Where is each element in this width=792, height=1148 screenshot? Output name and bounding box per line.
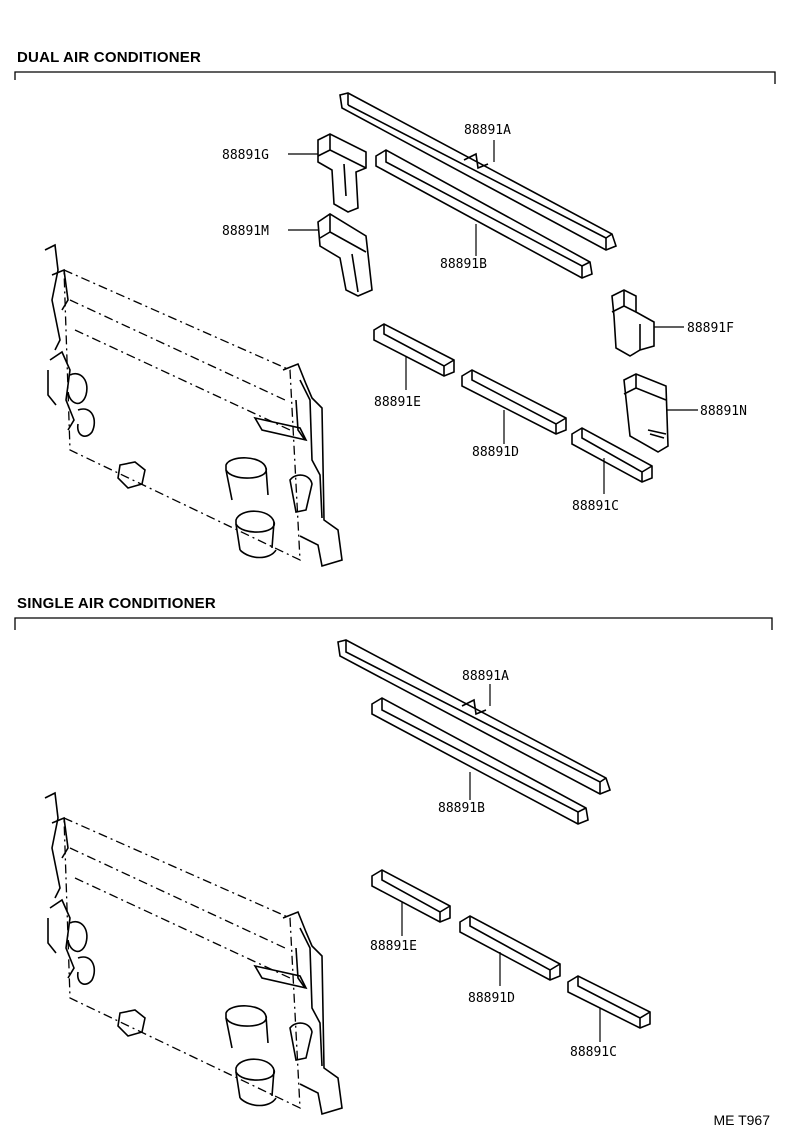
dual-bracket xyxy=(14,71,776,84)
section-title-dual: DUAL AIR CONDITIONER xyxy=(17,49,201,66)
part-88891B-dual xyxy=(375,149,593,279)
label-88891C-single: 88891C xyxy=(570,1045,617,1060)
label-88891N: 88891N xyxy=(700,404,747,419)
part-88891D-single xyxy=(459,915,561,981)
part-88891E-single xyxy=(371,869,451,923)
label-88891D-single: 88891D xyxy=(468,991,515,1006)
label-88891D-dual: 88891D xyxy=(472,445,519,460)
label-88891E-single: 88891E xyxy=(370,939,417,954)
label-88891M: 88891M xyxy=(222,224,269,239)
label-88891B-single: 88891B xyxy=(438,801,485,816)
part-88891F xyxy=(611,289,655,357)
part-88891A-dual xyxy=(339,92,617,251)
label-88891F: 88891F xyxy=(687,321,734,336)
leader-lines-dual xyxy=(288,140,698,494)
part-labels-dual: 88891A 88891G 88891M 88891B 88891F 88891… xyxy=(222,123,747,514)
label-88891E-dual: 88891E xyxy=(374,395,421,410)
part-88891D-dual xyxy=(461,369,567,435)
leader-lines-single xyxy=(401,684,601,1042)
single-bracket xyxy=(14,617,773,630)
label-88891B-dual: 88891B xyxy=(440,257,487,272)
label-88891G: 88891G xyxy=(222,148,269,163)
section-title-single: SINGLE AIR CONDITIONER xyxy=(17,595,216,612)
condenser-assembly-single xyxy=(44,792,343,1115)
diagram-code: ME T967 xyxy=(713,1112,770,1128)
label-88891A-dual: 88891A xyxy=(464,123,511,138)
label-88891C-dual: 88891C xyxy=(572,499,619,514)
part-88891C-single xyxy=(567,975,651,1029)
part-88891G xyxy=(317,133,367,213)
part-88891E-dual xyxy=(373,323,455,377)
part-88891N xyxy=(623,373,669,453)
part-88891A-single xyxy=(337,639,611,795)
part-labels-single: 88891A 88891B 88891E 88891D 88891C xyxy=(370,669,617,1060)
part-88891B-single xyxy=(371,697,589,825)
part-88891C-dual xyxy=(571,427,653,483)
part-88891M xyxy=(317,213,373,297)
label-88891A-single: 88891A xyxy=(462,669,509,684)
condenser-assembly-dual xyxy=(44,244,343,567)
